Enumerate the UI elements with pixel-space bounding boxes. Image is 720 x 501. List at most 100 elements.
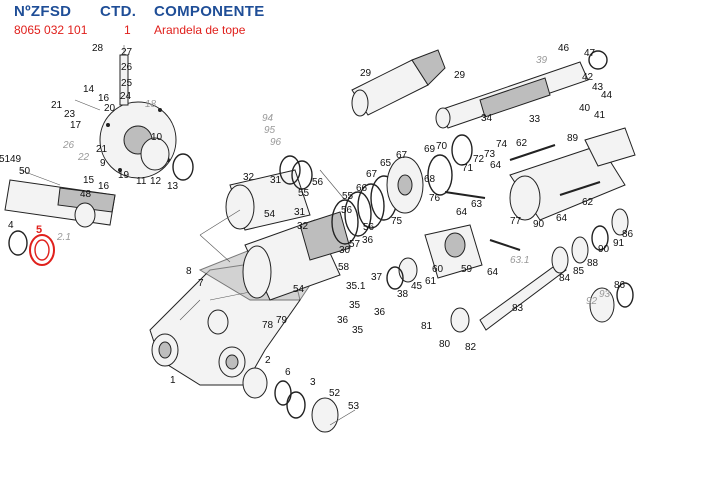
callout-1[interactable]: 1: [170, 375, 176, 386]
callout-18[interactable]: 18: [145, 99, 157, 110]
callout-36a[interactable]: 36: [337, 315, 349, 326]
callout-68[interactable]: 68: [424, 174, 436, 185]
callout-43[interactable]: 43: [592, 82, 604, 93]
callout-8[interactable]: 8: [186, 266, 192, 277]
callout-59[interactable]: 59: [461, 264, 473, 275]
callout-62b[interactable]: 62: [582, 197, 594, 208]
callout-83[interactable]: 83: [512, 303, 524, 314]
callout-95[interactable]: 95: [264, 125, 276, 136]
callout-11[interactable]: 11: [136, 176, 147, 187]
bearing-group-drawing[interactable]: [551, 208, 634, 323]
callout-89[interactable]: 89: [567, 133, 579, 144]
callout-56a[interactable]: 56: [312, 177, 324, 188]
callout-78[interactable]: 78: [262, 320, 274, 331]
callout-26a[interactable]: 26: [121, 62, 133, 73]
callout-77[interactable]: 77: [510, 216, 522, 227]
callout-41[interactable]: 41: [594, 110, 606, 121]
callout-14[interactable]: 14: [83, 84, 95, 95]
callout-33[interactable]: 33: [529, 114, 541, 125]
callout-35a[interactable]: 35: [349, 300, 361, 311]
callout-57[interactable]: 57: [349, 239, 361, 250]
callout-82[interactable]: 82: [465, 342, 477, 353]
callout-64d[interactable]: 64: [556, 213, 568, 224]
callout-3[interactable]: 3: [310, 377, 316, 388]
part-code[interactable]: 8065 032 101: [14, 23, 88, 37]
callout-58[interactable]: 58: [338, 262, 350, 273]
callout-31b[interactable]: 31: [294, 207, 306, 218]
callout-67a[interactable]: 67: [396, 150, 408, 161]
bolts-drawing[interactable]: [444, 144, 601, 251]
spline-shaft-drawing[interactable]: [435, 50, 608, 129]
callout-61[interactable]: 61: [425, 276, 437, 287]
thrust-washer-5-drawing[interactable]: [29, 234, 55, 266]
callout-90a[interactable]: 90: [533, 219, 545, 230]
callout-38[interactable]: 38: [397, 289, 409, 300]
callout-20[interactable]: 20: [104, 103, 116, 114]
callout-23[interactable]: 23: [64, 109, 76, 120]
callout-44[interactable]: 44: [601, 90, 613, 101]
callout-29a[interactable]: 29: [360, 68, 372, 79]
callout-19[interactable]: 19: [118, 170, 130, 181]
callout-56b[interactable]: 56: [341, 205, 353, 216]
callout-17[interactable]: 17: [70, 120, 82, 131]
top-flange-drawing[interactable]: [74, 45, 194, 181]
callout-46[interactable]: 46: [558, 43, 570, 54]
callout-56c[interactable]: 56: [363, 222, 375, 233]
callout-70[interactable]: 70: [436, 141, 448, 152]
callout-16a[interactable]: 16: [98, 93, 110, 104]
pump-59-drawing[interactable]: [386, 224, 483, 290]
ring-4-drawing[interactable]: [8, 230, 28, 256]
callout-37[interactable]: 37: [371, 272, 383, 283]
callout-47[interactable]: 47: [584, 48, 596, 59]
lower-parts-drawing[interactable]: [242, 367, 356, 433]
callout-6[interactable]: 6: [285, 367, 291, 378]
callout-34[interactable]: 34: [481, 113, 493, 124]
callout-90b[interactable]: 90: [598, 244, 610, 255]
callout-96[interactable]: 96: [270, 137, 282, 148]
callout-39[interactable]: 39: [536, 55, 548, 66]
callout-54a[interactable]: 54: [264, 209, 276, 220]
callout-51[interactable]: 51: [0, 154, 11, 165]
callout-52[interactable]: 52: [329, 388, 341, 399]
callout-64b[interactable]: 64: [490, 160, 502, 171]
callout-84[interactable]: 84: [559, 273, 571, 284]
callout-79[interactable]: 79: [276, 315, 288, 326]
callout-71[interactable]: 71: [462, 163, 474, 174]
callout-30[interactable]: 30: [339, 245, 351, 256]
lower-sleeve-drawing[interactable]: [242, 211, 351, 301]
sleeve-54-drawing[interactable]: [225, 155, 313, 231]
disc-pack-drawing[interactable]: [331, 134, 473, 245]
callout-85[interactable]: 85: [573, 266, 585, 277]
callout-69[interactable]: 69: [424, 144, 436, 155]
callout-60[interactable]: 60: [432, 264, 444, 275]
callout-31a[interactable]: 31: [270, 175, 282, 186]
callout-4[interactable]: 4: [8, 220, 14, 231]
callout-24[interactable]: 24: [120, 91, 132, 102]
callout-21b[interactable]: 21: [96, 144, 108, 155]
right-housing-drawing[interactable]: [509, 127, 636, 221]
callout-63[interactable]: 63: [471, 199, 483, 210]
callout-64a[interactable]: 64: [456, 207, 468, 218]
callout-13[interactable]: 13: [167, 181, 179, 192]
callout-64c[interactable]: 64: [487, 267, 499, 278]
callout-55a[interactable]: 55: [298, 188, 310, 199]
cylinder-29-drawing[interactable]: [351, 49, 446, 117]
callout-66[interactable]: 66: [356, 183, 368, 194]
callout-67b[interactable]: 67: [366, 169, 378, 180]
callout-94[interactable]: 94: [262, 113, 274, 124]
callout-36c[interactable]: 36: [362, 235, 374, 246]
callout-76[interactable]: 76: [429, 193, 441, 204]
callout-91[interactable]: 91: [613, 238, 625, 249]
callout-25[interactable]: 25: [121, 78, 133, 89]
callout-2[interactable]: 2: [265, 355, 271, 366]
callout-55b[interactable]: 55: [342, 191, 354, 202]
callout-49[interactable]: 49: [10, 154, 22, 165]
callout-75[interactable]: 75: [391, 216, 403, 227]
callout-88[interactable]: 88: [587, 258, 599, 269]
callout-27[interactable]: 27: [121, 47, 133, 58]
callout-5[interactable]: 5: [36, 224, 42, 236]
callout-53[interactable]: 53: [348, 401, 360, 412]
callout-2-1[interactable]: 2.1: [56, 232, 71, 243]
callout-16b[interactable]: 16: [98, 181, 110, 192]
part-name[interactable]: Arandela de tope: [154, 23, 246, 37]
